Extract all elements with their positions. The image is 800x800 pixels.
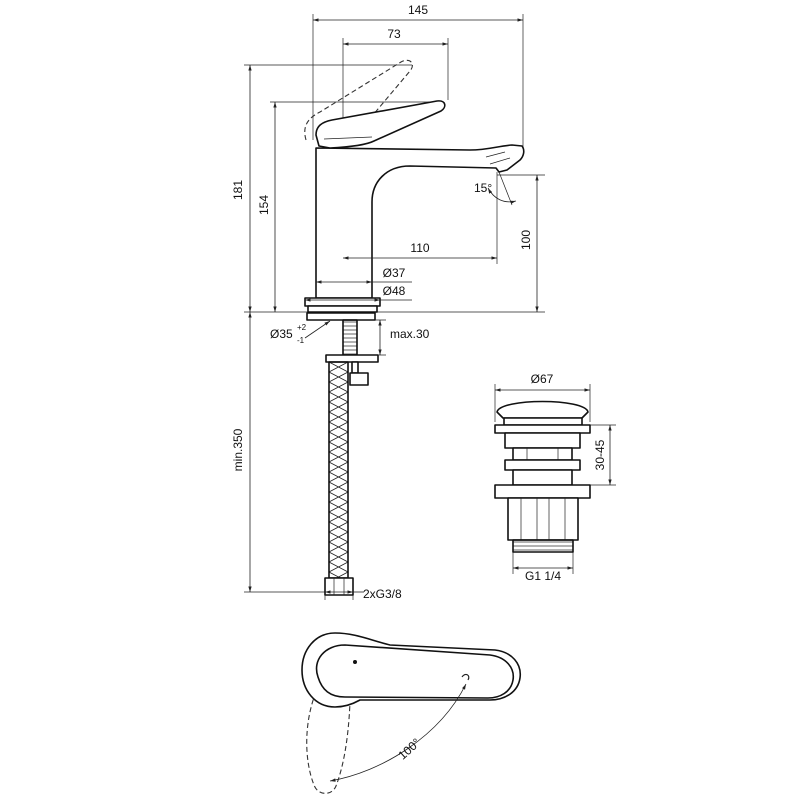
dim-connection: 2xG3/8 (363, 587, 402, 601)
dim-spout-angle: 15° (474, 181, 492, 195)
faucet-side-view: 145 73 181 154 15° 100 110 Ø37 Ø48 Ø35 +… (231, 3, 545, 601)
dim-overall-width: 145 (408, 3, 428, 17)
dim-body-diameter: Ø37 (383, 266, 406, 280)
base-plate (304, 297, 381, 307)
rotation-arc (329, 683, 467, 782)
handle-lifted-outline (304, 59, 413, 141)
dim-spout-reach: 110 (410, 241, 429, 255)
dim-hole-tol-upper: +2 (297, 323, 307, 332)
faucet-handle (315, 100, 446, 149)
waste-cap (496, 400, 589, 419)
threaded-rod (342, 319, 358, 356)
dimension-lines (248, 18, 539, 600)
dim-overall-height: 181 (231, 180, 245, 200)
waste-thread (512, 539, 574, 553)
dim-handle-width: 73 (387, 27, 401, 41)
fixing-nut-plate (325, 354, 379, 363)
hose-connector (324, 577, 354, 596)
waste-flange-bottom (494, 484, 591, 499)
faucet-body (315, 144, 525, 299)
waste-neck (512, 469, 573, 486)
mounting-gasket (306, 312, 376, 321)
waste-sleeve (504, 432, 581, 449)
dim-hole-diameter: Ø35 (270, 327, 293, 341)
dim-handle-height: 154 (257, 195, 271, 215)
stud (351, 361, 359, 374)
flexible-hose (328, 361, 349, 579)
small-nut (349, 372, 369, 386)
handle-edge (323, 136, 373, 140)
waste-cap-rim (503, 417, 583, 426)
dim-max-thickness: max.30 (390, 327, 430, 341)
waste-collar (504, 459, 581, 471)
waste-upper-nut (512, 447, 573, 461)
dim-handle-rotation: 100° (395, 735, 423, 762)
faucet-top-view: 100° (301, 632, 521, 794)
dim-spout-height: 100 (519, 230, 533, 250)
pop-up-waste: Ø67 30-45 G1 1/4 (494, 372, 616, 583)
waste-flange-top (494, 424, 591, 434)
dim-waste-range: 30-45 (593, 439, 607, 470)
base-seal (307, 305, 378, 313)
dim-hose-length: min.350 (231, 428, 245, 471)
extension-lines (244, 14, 545, 593)
handle-indicator-dot (353, 660, 357, 664)
waste-lower-nut (507, 497, 579, 541)
dim-base-diameter: Ø48 (383, 284, 406, 298)
dim-waste-thread: G1 1/4 (525, 569, 561, 583)
dim-hole-tol-lower: -1 (297, 336, 305, 345)
spout-aerator (485, 151, 511, 165)
handle-mark (461, 673, 470, 681)
dim-waste-diameter: Ø67 (531, 372, 554, 386)
